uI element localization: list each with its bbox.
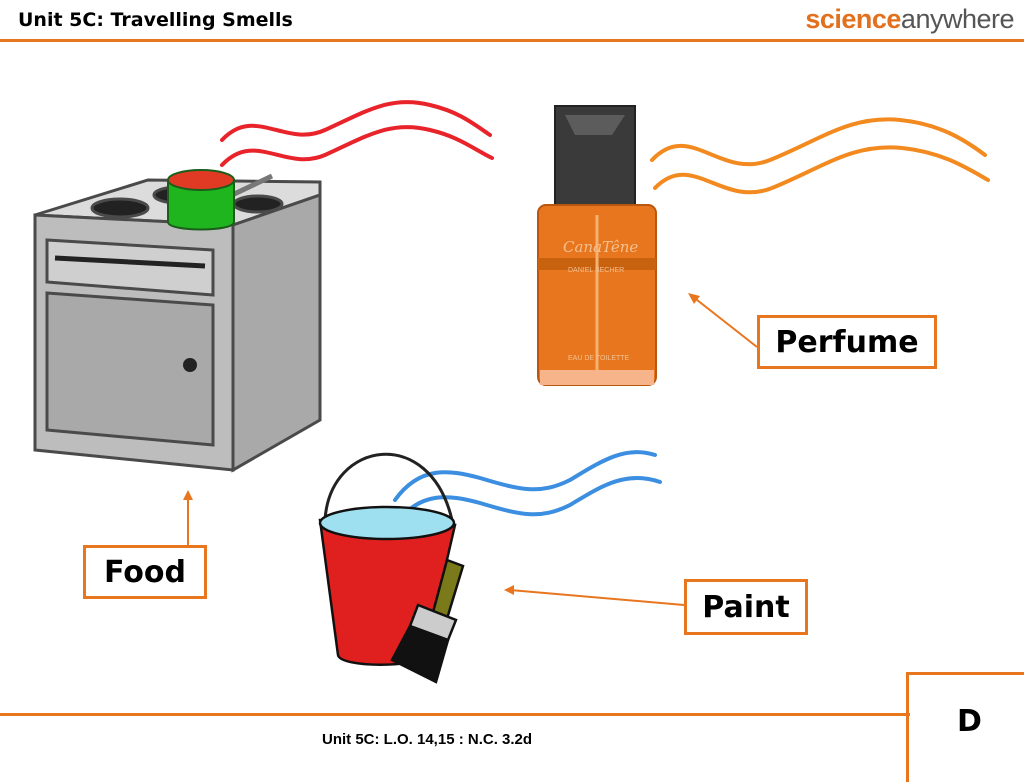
bottle-line2: DANIEL BECHER <box>568 267 624 274</box>
bottle-cap-shine <box>565 115 625 135</box>
brush-bristles <box>390 624 450 684</box>
bottle-brand: CanaTêne <box>563 238 638 256</box>
cooker-grill-slot <box>54 255 206 269</box>
food-smell-waves <box>220 100 494 167</box>
pan-image <box>167 169 274 231</box>
header-divider <box>0 39 1024 42</box>
food-smell-wave-1 <box>220 100 492 142</box>
slide-letter-box <box>906 672 1024 782</box>
slide-letter: D <box>957 704 982 739</box>
bottle-base <box>540 370 654 385</box>
label-food: Food <box>83 545 207 599</box>
logo-part-anywhere: anywhere <box>900 4 1015 34</box>
cooker-hob <box>232 194 284 214</box>
footer-text: Unit 5C: L.O. 14,15 : N.C. 3.2d <box>322 731 533 748</box>
logo: scienceanywhere <box>805 4 1014 35</box>
logo-part-science: science <box>805 4 901 34</box>
paint-arrow <box>509 589 685 606</box>
footer-divider <box>0 713 910 716</box>
paint-smell-wave-1 <box>393 450 657 502</box>
cooker-door-knob <box>183 358 197 372</box>
pan-rim <box>167 169 235 191</box>
cooker-grill-panel <box>45 238 215 297</box>
food-smell-wave-2 <box>220 125 494 167</box>
bucket-handle <box>323 452 454 521</box>
paint-bucket-image <box>318 452 465 684</box>
perfume-arrow <box>691 295 758 348</box>
paint-arrowhead <box>504 585 514 595</box>
bottle-line3: EAU DE TOILETTE <box>568 355 630 362</box>
cooker-hob <box>90 197 150 219</box>
cooker-oven-door <box>45 291 215 447</box>
perfume-smell-wave-2 <box>653 145 990 195</box>
food-arrowhead <box>183 490 193 500</box>
pan-handle <box>226 173 274 200</box>
label-arrows <box>183 293 758 606</box>
perfume-smell-wave-1 <box>650 117 987 167</box>
page-title: Unit 5C: Travelling Smells <box>18 9 293 31</box>
perfume-smell-waves <box>650 117 990 195</box>
pan-body <box>167 179 235 231</box>
perfume-bottle-image: CanaTêne DANIEL BECHER EAU DE TOILETTE <box>537 105 657 386</box>
bucket-paint <box>318 505 456 541</box>
label-paint: Paint <box>684 579 808 635</box>
label-perfume: Perfume <box>757 315 937 369</box>
cooker-side <box>231 192 322 473</box>
perfume-arrowhead <box>688 293 700 304</box>
paint-smell-waves <box>393 450 662 527</box>
paint-smell-wave-2 <box>393 476 662 527</box>
